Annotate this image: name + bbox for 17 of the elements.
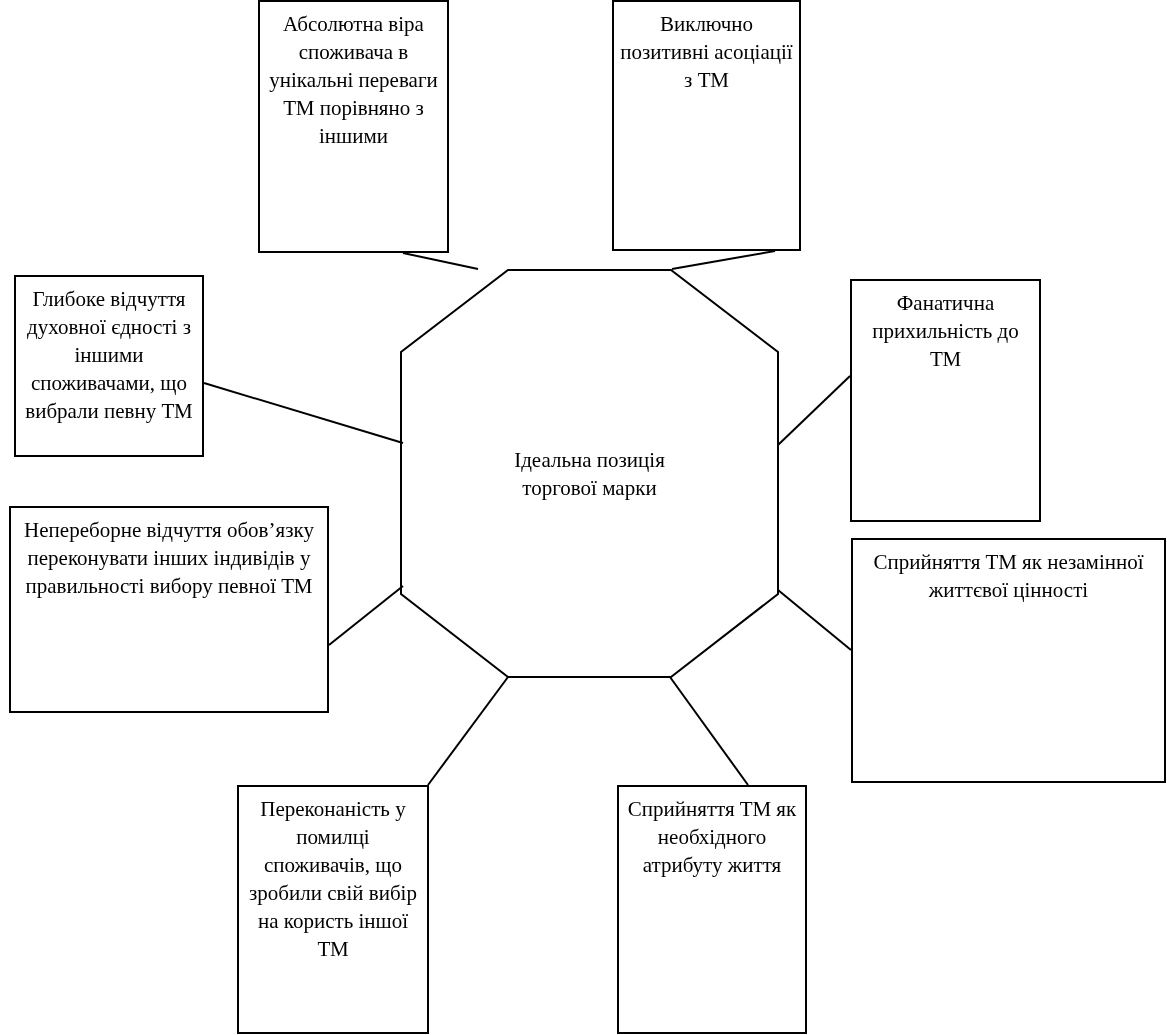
node-text: Переконаність у помилці споживачів, що зробили свій вибір на користь іншої ТМ xyxy=(248,796,418,963)
connector-line xyxy=(402,252,479,270)
connector-line xyxy=(669,676,749,786)
connector-line xyxy=(328,585,404,646)
connector-line xyxy=(427,676,509,786)
node-text: Ідеальна позиція торгової марки xyxy=(513,446,666,502)
connector-line xyxy=(777,375,851,446)
connector-line xyxy=(777,589,852,651)
node-text: Виключно позитивні асоціації з ТМ xyxy=(619,11,794,94)
node-text: Глибоке відчуття духовної єдності з іншими споживачами, що вибрали певну ТМ xyxy=(24,286,194,425)
node-text: Непереборне відчуття обов’язку переконувати інших індивідів у правильності вибору певної ТМ xyxy=(23,517,315,600)
node-text: Абсолютна віра споживача в унікальні переваги ТМ порівняно з іншими xyxy=(268,11,439,150)
node-text: Фанатична прихильність до ТМ xyxy=(871,290,1020,373)
node-text: Сприйняття ТМ як необхідного атрибуту життя xyxy=(626,796,798,879)
connector-line xyxy=(671,250,776,270)
node-text: Сприйняття ТМ як незамінної життєвої цінності xyxy=(872,549,1145,604)
connector-line xyxy=(203,382,404,444)
